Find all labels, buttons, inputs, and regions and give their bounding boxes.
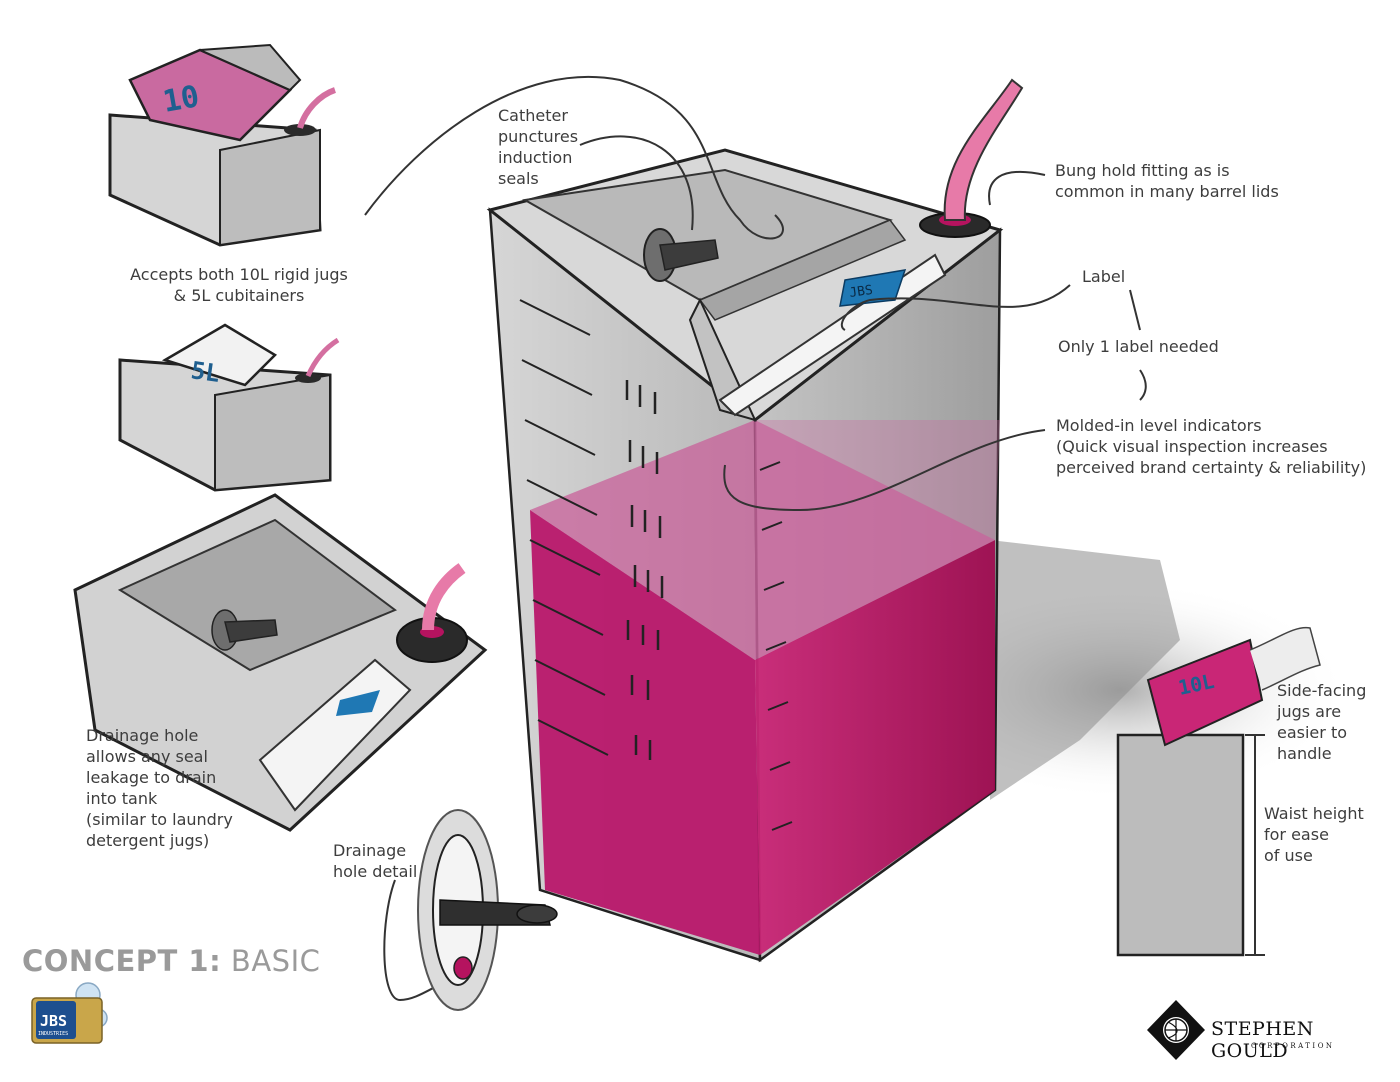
cubitainer-body [161,323,278,387]
thumb-5l-cubitainer: 5L [118,323,340,492]
jbs-logo: JBS INDUSTRIES [31,982,108,1044]
label-screen [839,269,907,307]
level-indicators [625,380,664,760]
thumb-drainage-detail [417,809,558,1011]
jug-10l-text: 10 [160,79,202,120]
tube [943,78,1024,221]
cubitainer-text: 5L [189,356,222,388]
annotation-drainage: Drainage hole allows any seal leakage to… [86,726,233,850]
waist-column [1116,733,1245,957]
annotation-catheter: Catheter punctures induction seals [498,106,579,188]
main-tank: JBS [486,78,1350,963]
concept-title-rest: BASIC [221,944,321,978]
stephen-gould-emblem [1147,1000,1205,1060]
liquid-side [755,540,995,955]
label-brand-text: JBS [848,283,873,301]
thumb-funnel-closeup [73,493,488,832]
concept-title-bold: CONCEPT 1: [22,944,222,978]
side-jug-body [1146,638,1264,747]
stephen-gould-name: STEPHEN GOULD [1211,1018,1314,1062]
liquid-front [530,510,760,955]
stephen-gould-sub: CORPORATION [1251,1042,1335,1050]
tank-shadow-core [990,540,1180,800]
stephen-gould-logo: STEPHEN GOULD CORPORATION [1143,1000,1383,1064]
funnel-recess [117,518,398,672]
jbs-logo-text: JBS [40,1012,67,1030]
tank-ribs [519,299,793,831]
jbs-logo-sub: INDUSTRIES [38,1031,68,1037]
annotation-label: Label [1082,267,1126,286]
annotation-bung: Bung hold fitting as is common in many b… [1055,161,1279,201]
annotation-waist: Waist height for ease of use [1264,804,1364,865]
drainage-drop [453,956,473,980]
annotation-drainage-detail: Drainage hole detail [333,841,418,881]
annotation-one-label: Only 1 label needed [1058,337,1219,356]
annotation-accepts: Accepts both 10L rigid jugs & 5L cubitai… [130,265,348,305]
thumb-side-facing-jug: 10L [1116,626,1321,957]
annotation-side-facing: Side-facing jugs are easier to handle [1277,681,1367,763]
catheter-spike [659,239,719,271]
annotation-molded: Molded-in level indicators (Quick visual… [1056,416,1367,477]
thumb-10l-jug: 10 [108,43,337,247]
concept-title: CONCEPT 1: BASIC [22,944,320,978]
liquid-surface [530,420,995,660]
